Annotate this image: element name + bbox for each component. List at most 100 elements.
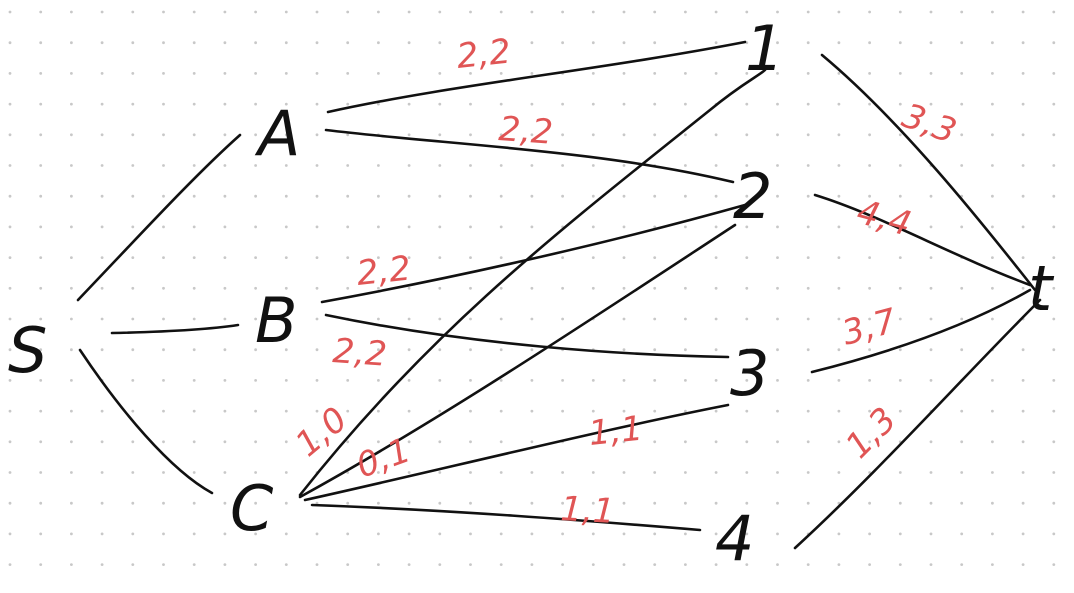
grid-dot [162, 10, 165, 14]
grid-dot [622, 348, 626, 352]
grid-dot [991, 102, 994, 106]
grid-dot [469, 532, 472, 536]
grid-dot [469, 72, 472, 75]
grid-dot [162, 317, 165, 321]
node-b: B [255, 284, 298, 357]
grid-dot [929, 286, 933, 290]
grid-dot [714, 10, 718, 14]
grid-dot [1052, 471, 1056, 474]
grid-dot [1021, 194, 1025, 198]
grid-dot [1052, 440, 1056, 444]
grid-dot [192, 317, 196, 321]
grid-dot [745, 348, 749, 352]
grid-dot [776, 440, 779, 444]
grid-dot [192, 194, 196, 198]
edge-c-1 [298, 68, 767, 497]
grid-dot [868, 317, 871, 321]
dot-grid-background [8, 10, 1056, 566]
grid-dot [837, 164, 841, 167]
grid-dot [469, 10, 472, 14]
grid-dot [960, 471, 964, 474]
grid-dot [315, 41, 319, 45]
grid-dot [745, 532, 749, 536]
grid-dot [254, 317, 257, 321]
grid-dot [1021, 256, 1025, 259]
grid-dot [1052, 225, 1056, 229]
grid-dot [499, 532, 503, 536]
grid-dot [284, 164, 288, 167]
grid-dot [346, 563, 350, 566]
grid-dot [223, 194, 227, 198]
grid-dot [162, 501, 165, 505]
grid-dot [1021, 532, 1025, 536]
grid-dot [100, 409, 104, 413]
grid-dot [898, 317, 902, 321]
grid-dot [622, 102, 626, 106]
grid-dot [684, 102, 687, 106]
grid-dot [377, 256, 380, 259]
node-1: 1 [745, 12, 784, 85]
grid-dot [684, 133, 687, 137]
grid-dot [377, 501, 380, 505]
grid-dot [745, 194, 749, 198]
grid-dot [39, 317, 43, 321]
grid-dot [8, 379, 12, 382]
grid-dot [1052, 164, 1056, 167]
grid-dot [868, 225, 871, 229]
grid-dot [284, 286, 288, 290]
grid-dot [1052, 10, 1056, 14]
flow-label-c-3: 1,1 [587, 409, 645, 454]
grid-dot [991, 225, 994, 229]
grid-dot [714, 317, 718, 321]
flow-label-a-1: 2,2 [455, 32, 513, 77]
grid-dot [284, 501, 288, 505]
grid-dot [530, 317, 534, 321]
grid-dot [1021, 563, 1025, 566]
grid-dot [284, 563, 288, 566]
grid-dot [714, 471, 718, 474]
grid-dot [837, 563, 841, 566]
grid-dot [1021, 471, 1025, 474]
grid-dot [622, 10, 626, 14]
grid-dot [837, 10, 841, 14]
grid-dot [39, 102, 43, 106]
grid-dot [100, 10, 104, 14]
grid-dot [407, 102, 411, 106]
grid-dot [39, 501, 43, 505]
grid-dot [346, 41, 350, 45]
grid-dot [530, 225, 534, 229]
grid-dot [346, 102, 350, 106]
grid-dot [1021, 501, 1025, 505]
flow-label-2-t: 4,4 [853, 192, 916, 245]
grid-dot [776, 286, 779, 290]
grid-dot [192, 164, 196, 167]
grid-dot [499, 317, 503, 321]
grid-dot [469, 41, 472, 45]
grid-dot [407, 348, 411, 352]
grid-dot [499, 10, 503, 14]
grid-dot [100, 286, 104, 290]
edge-c-3 [303, 403, 730, 502]
grid-dot [377, 409, 380, 413]
grid-dot [806, 348, 810, 352]
grid-dot [315, 286, 319, 290]
grid-dot [284, 10, 288, 14]
grid-dot [346, 348, 350, 352]
grid-dot [714, 133, 718, 137]
grid-dot [591, 41, 595, 45]
grid-dot [714, 256, 718, 259]
grid-dot [131, 409, 135, 413]
grid-dot [223, 164, 227, 167]
grid-dot [254, 501, 257, 505]
grid-dot [284, 317, 288, 321]
grid-dot [960, 317, 964, 321]
grid-dot [315, 133, 319, 137]
grid-dot [39, 41, 43, 45]
grid-dot [561, 501, 564, 505]
grid-dot [622, 440, 626, 444]
grid-dot [407, 194, 411, 198]
grid-dot [70, 72, 73, 75]
grid-dot [714, 563, 718, 566]
grid-dot [499, 164, 503, 167]
